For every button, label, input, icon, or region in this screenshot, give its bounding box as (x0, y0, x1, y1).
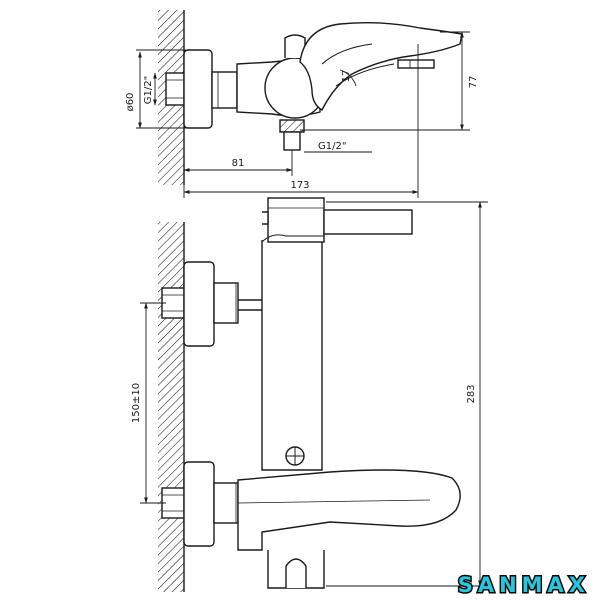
lower-escutcheon (183, 461, 215, 547)
top-view-labels: ø60 G1/2" G1/2" 81 173 77 17 (125, 70, 479, 191)
top-view (158, 10, 463, 185)
brand-logo: SANMAX (458, 573, 590, 597)
dim-inlet-spacing: 150±10 (131, 383, 142, 423)
dim-height: 77 (468, 76, 479, 89)
dim-thread-outlet: G1/2" (318, 141, 346, 152)
dim-total-height: 283 (466, 384, 477, 403)
dim-angle: 17 (341, 70, 352, 83)
dim-diameter: ø60 (125, 93, 136, 112)
dim-depth: 81 (232, 158, 245, 169)
upper-connector (213, 282, 239, 324)
front-view-labels: 150±10 283 (131, 383, 477, 423)
dim-total-length: 173 (290, 180, 309, 191)
upper-escutcheon (183, 261, 215, 347)
front-view (158, 197, 461, 592)
handle-lever-front (323, 209, 413, 235)
top-view-dimensions (136, 31, 470, 198)
connector-top (211, 71, 238, 109)
spout-front (237, 469, 461, 551)
vertical-body (261, 240, 323, 471)
front-view-dimensions (140, 201, 488, 587)
inlet-pipe-top (165, 72, 185, 106)
aerator-top (397, 59, 435, 69)
lower-connector (213, 482, 239, 524)
escutcheon-top (183, 49, 213, 129)
handle-lever-top (299, 21, 463, 111)
dim-thread-inlet: G1/2" (143, 76, 154, 104)
wall-hatch-front (158, 222, 184, 592)
